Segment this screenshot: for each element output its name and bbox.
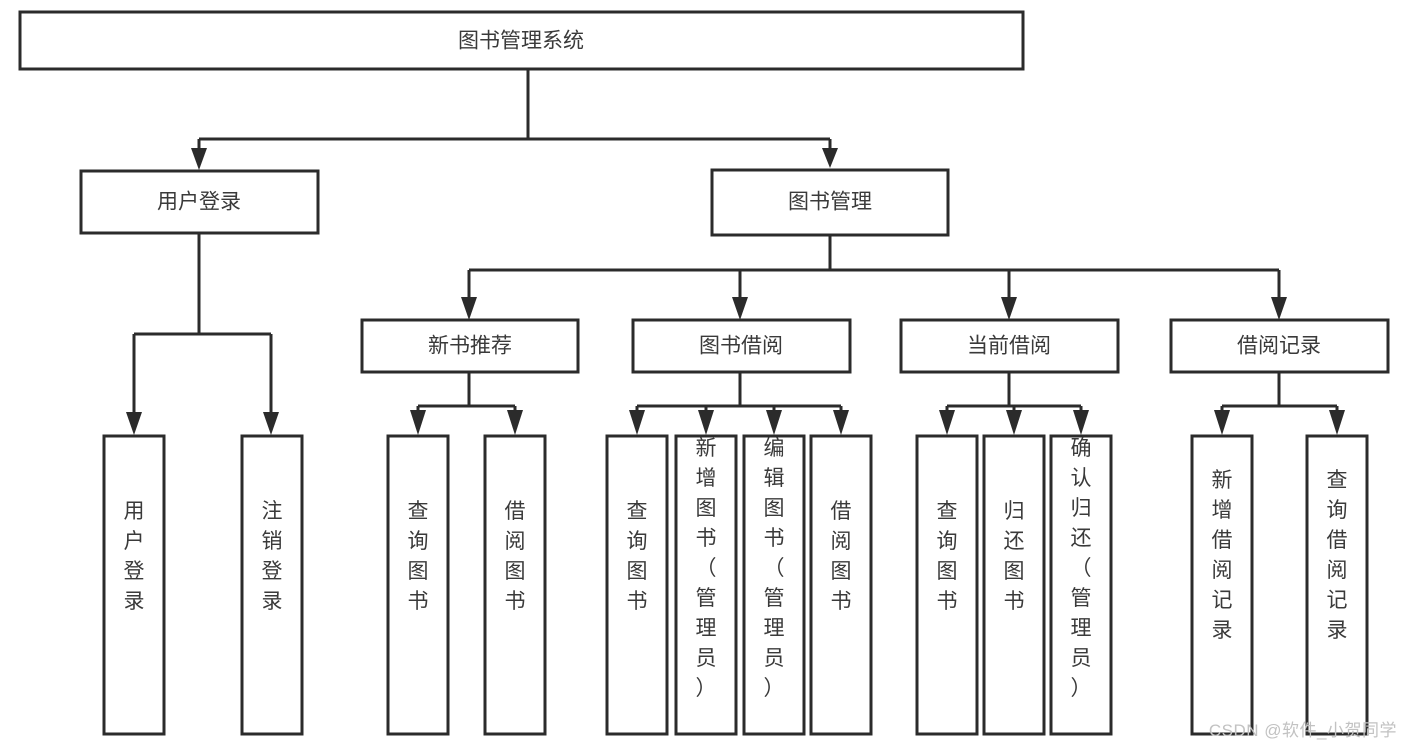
node-root[interactable]: 图书管理系统 bbox=[18, 10, 1025, 71]
node-leaf-add-record[interactable]: 新增借阅记录 bbox=[1190, 434, 1254, 736]
node-leaf-borrow-book-label: 借阅图书 bbox=[831, 500, 852, 613]
node-leaf-edit-book[interactable]: 编辑图书（管理员） bbox=[742, 434, 806, 736]
node-book-borrow[interactable]: 图书借阅 bbox=[631, 318, 852, 374]
arrow-to-user-login bbox=[191, 148, 207, 170]
arrow-to-leaf-logout bbox=[263, 412, 279, 435]
arrow-to-leaf-borrow-book bbox=[833, 410, 849, 435]
node-leaf-borrow-book-box[interactable] bbox=[809, 434, 873, 736]
arrow-to-leaf-add-book bbox=[698, 410, 714, 435]
node-leaf-query-record-box[interactable] bbox=[1305, 434, 1369, 736]
node-leaf-return-book-label: 归还图书 bbox=[1004, 500, 1025, 613]
node-new-book-rec-label: 新书推荐 bbox=[428, 335, 512, 358]
node-borrow-record-label: 借阅记录 bbox=[1237, 335, 1321, 358]
node-leaf-borrow-book-rec-box[interactable] bbox=[483, 434, 547, 736]
node-root-box[interactable] bbox=[18, 10, 1025, 71]
node-new-book-rec[interactable]: 新书推荐 bbox=[360, 318, 580, 374]
node-leaf-logout-box[interactable] bbox=[240, 434, 304, 736]
node-leaf-query-book-rec-label: 查询图书 bbox=[408, 500, 429, 613]
node-leaf-add-record-label: 新增借阅记录 bbox=[1212, 469, 1233, 642]
node-leaf-query-book-rec[interactable]: 查询图书 bbox=[386, 434, 450, 736]
node-leaf-query-record[interactable]: 查询借阅记录 bbox=[1305, 434, 1369, 736]
node-leaf-return-book[interactable]: 归还图书 bbox=[982, 434, 1046, 736]
node-leaf-query-book-borrow-label: 查询图书 bbox=[627, 500, 648, 613]
node-current-borrow-box[interactable] bbox=[899, 318, 1120, 374]
node-root-label: 图书管理系统 bbox=[458, 30, 584, 53]
arrow-to-leaf-query-record bbox=[1329, 410, 1345, 435]
arrow-to-leaf-query-book-borrow bbox=[629, 410, 645, 435]
node-leaf-return-book-box[interactable] bbox=[982, 434, 1046, 736]
arrow-to-book-borrow bbox=[732, 297, 748, 320]
node-leaf-query-book-cur[interactable]: 查询图书 bbox=[915, 434, 979, 736]
node-user-login-label: 用户登录 bbox=[157, 191, 241, 214]
arrow-to-book-manage bbox=[822, 148, 838, 168]
node-book-borrow-box[interactable] bbox=[631, 318, 852, 374]
node-leaf-confirm-return-box[interactable] bbox=[1049, 434, 1113, 736]
node-book-manage-box[interactable] bbox=[710, 168, 950, 237]
node-leaf-query-book-borrow[interactable]: 查询图书 bbox=[605, 434, 669, 736]
node-new-book-rec-box[interactable] bbox=[360, 318, 580, 374]
arrow-to-leaf-confirm-return bbox=[1073, 410, 1089, 435]
csdn-watermark: CSDN @软件_小贺同学 bbox=[1208, 721, 1397, 740]
arrow-to-leaf-query-book-rec bbox=[410, 410, 426, 435]
node-leaf-borrow-book-rec-label: 借阅图书 bbox=[505, 500, 526, 613]
node-current-borrow-label: 当前借阅 bbox=[967, 335, 1051, 358]
arrow-to-new-book-rec bbox=[461, 297, 477, 320]
node-borrow-record-box[interactable] bbox=[1169, 318, 1390, 374]
arrow-to-leaf-borrow-book-rec bbox=[507, 410, 523, 435]
node-leaf-logout-label: 注销登录 bbox=[262, 500, 283, 613]
node-current-borrow[interactable]: 当前借阅 bbox=[899, 318, 1120, 374]
edges-layer bbox=[126, 69, 1345, 435]
node-leaf-query-book-borrow-box[interactable] bbox=[605, 434, 669, 736]
node-book-manage[interactable]: 图书管理 bbox=[710, 168, 950, 237]
node-leaf-query-record-label: 查询借阅记录 bbox=[1327, 469, 1348, 642]
arrow-to-current-borrow bbox=[1001, 297, 1017, 320]
node-leaf-user-login[interactable]: 用户登录 bbox=[102, 434, 166, 736]
node-leaf-add-book[interactable]: 新增图书（管理员） bbox=[674, 434, 738, 736]
node-leaf-add-book-box[interactable] bbox=[674, 434, 738, 736]
arrow-to-leaf-add-record bbox=[1214, 410, 1230, 435]
node-user-login-box[interactable] bbox=[79, 169, 320, 235]
arrow-to-leaf-edit-book bbox=[766, 410, 782, 435]
node-leaf-logout[interactable]: 注销登录 bbox=[240, 434, 304, 736]
node-leaf-borrow-book[interactable]: 借阅图书 bbox=[809, 434, 873, 736]
node-leaf-user-login-box[interactable] bbox=[102, 434, 166, 736]
node-leaf-edit-book-label: 编辑图书（管理员） bbox=[764, 437, 785, 700]
node-borrow-record[interactable]: 借阅记录 bbox=[1169, 318, 1390, 374]
node-leaf-user-login-label: 用户登录 bbox=[124, 500, 145, 613]
node-leaf-confirm-return-label: 确认归还（管理员） bbox=[1071, 437, 1092, 700]
arrow-to-leaf-return-book bbox=[1006, 410, 1022, 435]
node-book-manage-label: 图书管理 bbox=[788, 191, 872, 214]
node-user-login[interactable]: 用户登录 bbox=[79, 169, 320, 235]
node-leaf-query-book-cur-label: 查询图书 bbox=[937, 500, 958, 613]
node-leaf-confirm-return[interactable]: 确认归还（管理员） bbox=[1049, 434, 1113, 736]
node-leaf-borrow-book-rec[interactable]: 借阅图书 bbox=[483, 434, 547, 736]
arrow-to-leaf-query-book-cur bbox=[939, 410, 955, 435]
node-leaf-query-book-rec-box[interactable] bbox=[386, 434, 450, 736]
node-leaf-query-book-cur-box[interactable] bbox=[915, 434, 979, 736]
node-book-borrow-label: 图书借阅 bbox=[699, 335, 783, 358]
arrow-to-leaf-user-login bbox=[126, 412, 142, 435]
node-leaf-edit-book-box[interactable] bbox=[742, 434, 806, 736]
node-leaf-add-book-label: 新增图书（管理员） bbox=[696, 437, 717, 700]
node-leaf-add-record-box[interactable] bbox=[1190, 434, 1254, 736]
arrow-to-borrow-record bbox=[1271, 297, 1287, 320]
